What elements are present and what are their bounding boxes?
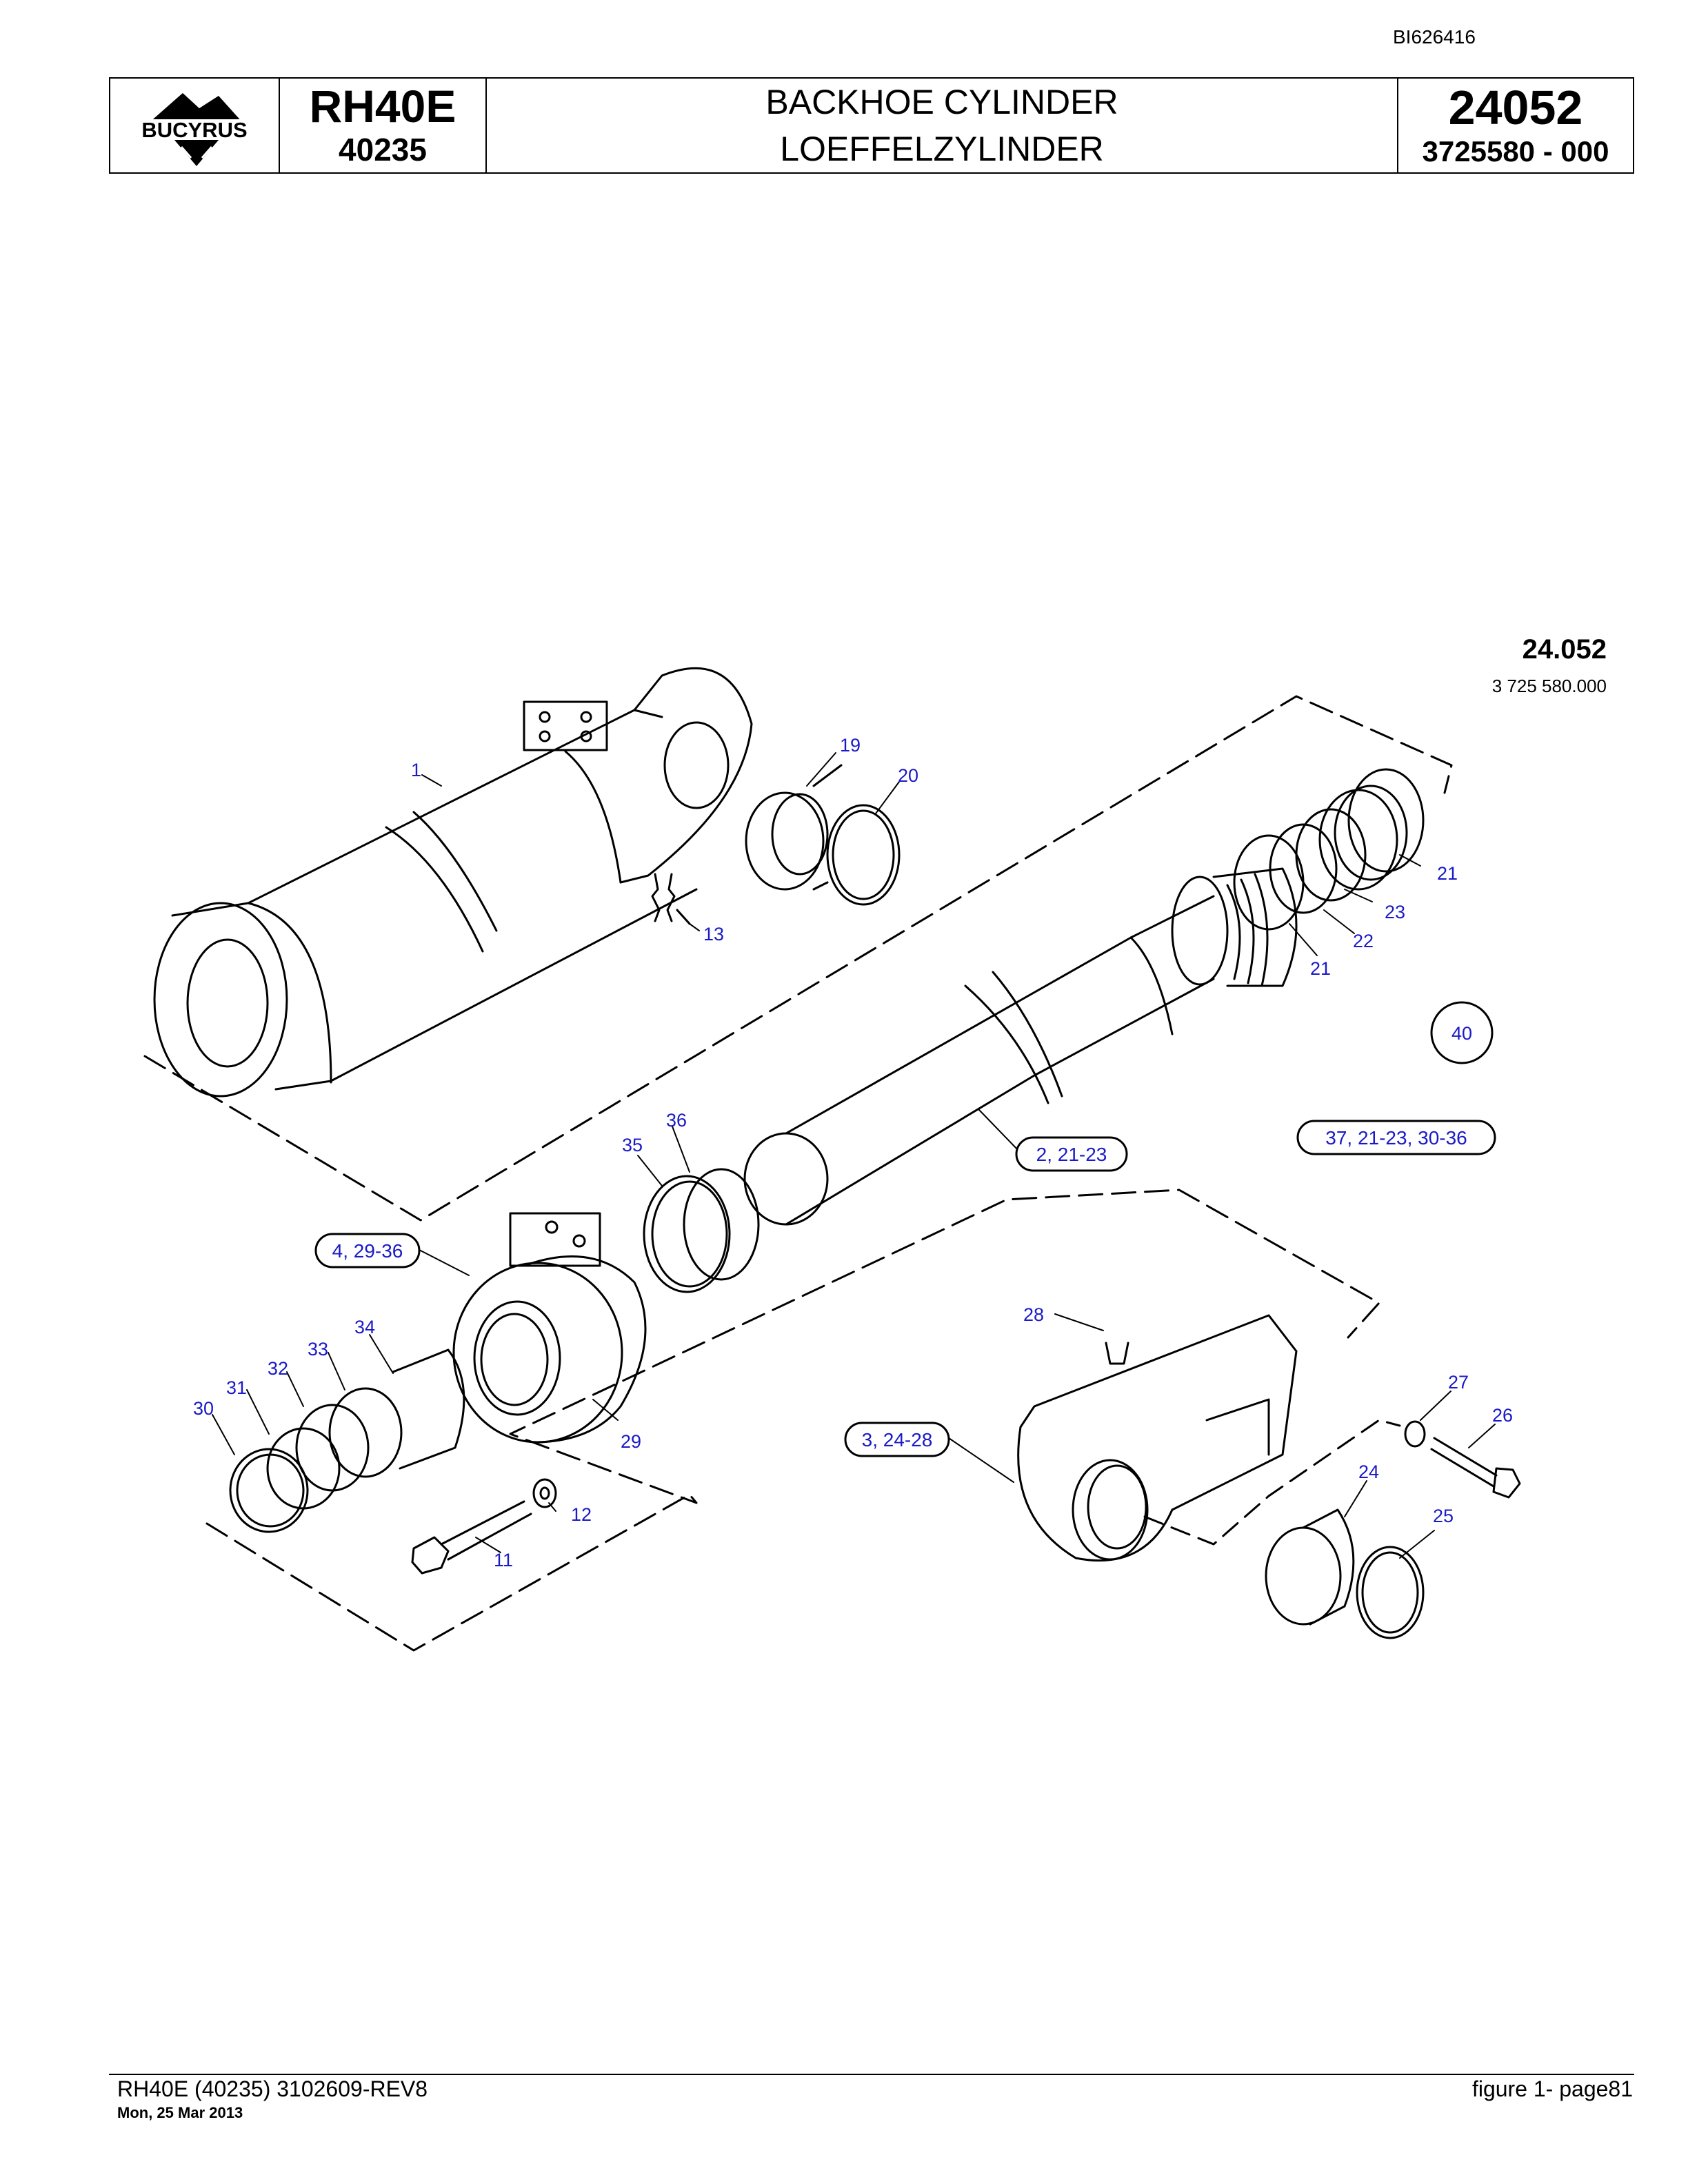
- title-english: BACKHOE CYLINDER: [765, 83, 1118, 121]
- footer-divider: [109, 2074, 1634, 2075]
- callout-26: 26: [1492, 1405, 1513, 1426]
- bushing-19: [745, 764, 843, 891]
- callout-21-upper: 21: [1437, 863, 1458, 884]
- group-callout-37: 37, 21-23, 30-36: [1296, 1120, 1496, 1155]
- cylinder-head-29: [452, 1212, 647, 1444]
- callout-29: 29: [621, 1431, 641, 1452]
- bolt-11: [411, 1500, 532, 1575]
- snap-ring-25: [1356, 1546, 1425, 1639]
- callout-40-circle: 40: [1430, 1001, 1494, 1064]
- callout-23: 23: [1385, 902, 1405, 922]
- leader-lines: [212, 752, 1496, 1559]
- callout-22: 22: [1353, 931, 1374, 951]
- callout-35: 35: [622, 1135, 643, 1155]
- callout-24: 24: [1358, 1462, 1379, 1482]
- logo-text: BUCYRUS: [141, 118, 247, 142]
- rod-eye-3: [1017, 1314, 1298, 1562]
- group-callout-3: 3, 24-28: [844, 1422, 950, 1457]
- bucyrus-logo: BUCYRUS: [110, 79, 280, 172]
- callout-33: 33: [308, 1339, 328, 1359]
- title-german: LOEFFELZYLINDER: [780, 130, 1104, 168]
- seals-35-36: [643, 1168, 760, 1293]
- group-callout-4: 4, 29-36: [314, 1233, 421, 1268]
- piston-rod: [743, 867, 1298, 1226]
- group-cell: 24052 3725580 - 000: [1398, 79, 1633, 172]
- grease-nipple-13: [651, 873, 691, 925]
- washer-27: [1404, 1420, 1426, 1448]
- callout-30: 30: [193, 1398, 214, 1419]
- footer-date: Mon, 25 Mar 2013: [117, 2104, 243, 2121]
- group-label-37: 37, 21-23, 30-36: [1325, 1127, 1467, 1149]
- callout-40: 40: [1451, 1023, 1472, 1044]
- callout-34: 34: [354, 1317, 375, 1337]
- callout-19: 19: [840, 735, 861, 756]
- callout-28: 28: [1023, 1304, 1044, 1325]
- piston-rings: [1233, 768, 1425, 931]
- washer-12: [532, 1478, 557, 1508]
- callout-31: 31: [226, 1377, 247, 1398]
- callout-32: 32: [268, 1358, 288, 1379]
- callout-1: 1: [411, 760, 421, 780]
- group-label-3: 3, 24-28: [862, 1429, 933, 1450]
- group-label-2: 2, 21-23: [1036, 1144, 1107, 1165]
- group-callout-2: 2, 21-23: [1015, 1136, 1128, 1172]
- cylinder-tube-part: [153, 667, 753, 1098]
- model-cell: RH40E 40235: [280, 79, 487, 172]
- model-name: RH40E: [309, 81, 456, 132]
- title-cell: BACKHOE CYLINDER LOEFFELZYLINDER: [487, 79, 1398, 172]
- footer-document-ref: RH40E (40235) 3102609-REV8: [117, 2076, 428, 2101]
- callout-21-lower: 21: [1310, 958, 1331, 979]
- figure-group-label: 24.052: [1522, 634, 1607, 665]
- group-label-4: 4, 29-36: [332, 1240, 403, 1262]
- callout-labels: 1 19 20 13 21 23 22 21 36 35 34 33 32 31…: [193, 735, 1513, 1570]
- bolt-26: [1430, 1437, 1521, 1499]
- serial-number: 40235: [339, 132, 427, 168]
- dashed-outline-rod: [205, 1189, 1380, 1652]
- part-number: 3725580 - 000: [1422, 135, 1609, 168]
- dashed-outline-eye: [1143, 1419, 1401, 1546]
- group-number: 24052: [1448, 81, 1583, 134]
- bushing-24: [1265, 1508, 1355, 1626]
- dashed-outline-cylinder: [143, 695, 1453, 1222]
- callout-11: 11: [494, 1550, 513, 1570]
- callout-20: 20: [898, 765, 918, 786]
- callout-12: 12: [571, 1504, 592, 1525]
- title-block: BUCYRUS RH40E 40235 BACKHOE CYLINDER LOE…: [109, 77, 1634, 174]
- figure-part-label: 3 725 580.000: [1491, 676, 1607, 696]
- callout-13: 13: [703, 924, 724, 944]
- footer-page-ref: figure 1- page81: [1471, 2076, 1633, 2101]
- snap-ring-20: [826, 804, 901, 906]
- callout-36: 36: [666, 1110, 687, 1131]
- callout-25: 25: [1433, 1506, 1454, 1526]
- callout-27: 27: [1448, 1372, 1469, 1393]
- document-id: BI626416: [1393, 26, 1476, 48]
- rings-30-34: [229, 1348, 465, 1533]
- logo-icon: BUCYRUS: [128, 93, 261, 166]
